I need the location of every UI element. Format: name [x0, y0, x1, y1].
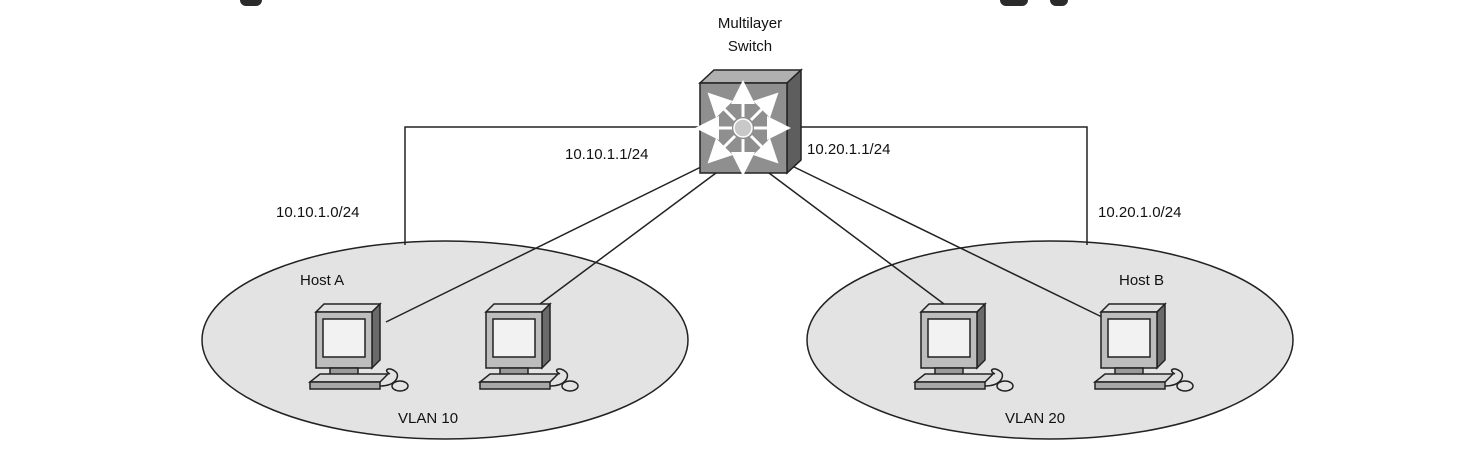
host-b-label: Host B	[1119, 272, 1165, 289]
link-host-a	[385, 164, 706, 323]
vlan10-label: VLAN 10	[398, 410, 459, 427]
link-pc3	[764, 169, 945, 305]
link-vlan20-subnet	[795, 126, 1088, 245]
vlan20-label: VLAN 20	[1005, 410, 1066, 427]
link-host-b	[789, 164, 1105, 319]
link-pc2	[539, 169, 721, 305]
subnet-vlan10-label: 10.10.1.0/24	[276, 204, 360, 221]
cropped-title-strip	[0, 0, 1458, 8]
switch-label-line1: Multilayer	[717, 15, 783, 32]
link-vlan10-subnet	[404, 126, 705, 245]
subnet-vlan20-label: 10.20.1.0/24	[1098, 204, 1182, 221]
multilayer-switch-icon	[695, 68, 803, 176]
switch-label-line2: Switch	[727, 38, 773, 55]
host-a-label: Host A	[300, 272, 345, 289]
gateway-vlan20-label: 10.20.1.1/24	[807, 141, 891, 158]
gateway-vlan10-label: 10.10.1.1/24	[565, 146, 649, 163]
